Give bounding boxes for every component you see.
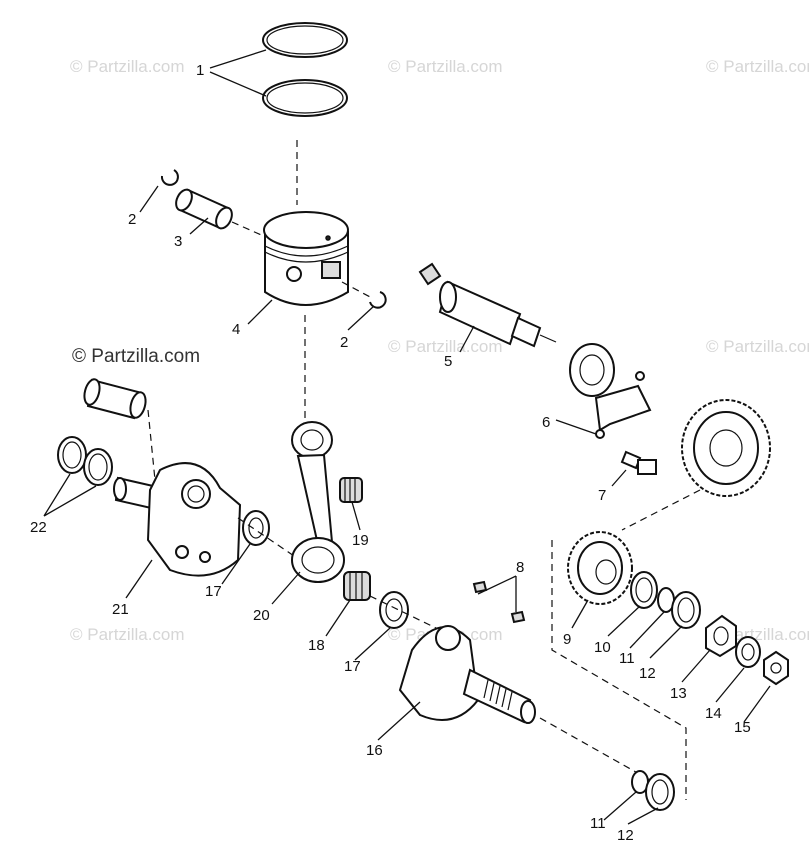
callout-2: 2 (340, 334, 348, 351)
callout-18: 18 (308, 637, 325, 654)
ball-bearing (569, 343, 615, 397)
watermark-text: © Partzilla.com (70, 57, 185, 76)
starter-drive (418, 262, 557, 348)
watermark-text: © Partzilla.com (70, 625, 185, 644)
bushing-12-lower (645, 773, 675, 811)
watermark-text: © Partzilla.com (72, 346, 200, 367)
callout-3: 3 (174, 233, 182, 250)
callout-19: 19 (352, 532, 369, 549)
bushing-12 (671, 591, 701, 629)
callout-numbers: 1 2 3 4 2 5 6 7 8 9 10 11 12 13 14 15 16… (30, 62, 751, 844)
circlip-right (369, 291, 387, 309)
crank-half-right (398, 625, 536, 724)
callout-15: 15 (734, 719, 751, 736)
callout-12: 12 (617, 827, 634, 844)
needle-bearing-19 (339, 477, 363, 503)
callout-17: 17 (344, 658, 361, 675)
callout-12: 12 (639, 665, 656, 682)
callout-5: 5 (444, 353, 452, 370)
callout-10: 10 (594, 639, 611, 656)
callout-2: 2 (128, 211, 136, 228)
needle-bearing-18 (343, 571, 371, 601)
callout-20: 20 (253, 607, 270, 624)
large-gear (681, 399, 771, 497)
callout-1: 1 (196, 62, 204, 79)
crank-half-left (113, 462, 242, 577)
seal-rings-left (57, 436, 113, 486)
callout-13: 13 (670, 685, 687, 702)
callout-11: 11 (590, 815, 606, 832)
watermark-text: © Partzilla.com (706, 337, 809, 356)
callout-14: 14 (705, 705, 722, 722)
washer-17-right (379, 591, 409, 629)
washer-17-left (242, 510, 270, 546)
callout-7: 7 (598, 487, 606, 504)
callout-16: 16 (366, 742, 383, 759)
washer-10 (630, 571, 658, 609)
watermark-text: © Partzilla.com (388, 337, 503, 356)
nut-15 (763, 650, 789, 686)
washer-14 (735, 636, 761, 668)
gear-9 (567, 531, 633, 605)
piston-ring-bottom (262, 79, 348, 117)
callout-17: 17 (205, 583, 222, 600)
callout-22: 22 (30, 519, 47, 536)
piston-rings (262, 22, 348, 117)
crank-pin (83, 378, 147, 420)
piston-ring-top (262, 22, 348, 58)
bolt-7 (620, 450, 657, 475)
watermark-text: © Partzilla.com (388, 57, 503, 76)
nut-13 (705, 614, 737, 658)
callout-21: 21 (112, 601, 129, 618)
leader-lines (43, 49, 771, 825)
bracket-6 (594, 371, 652, 439)
connecting-rod (291, 421, 345, 583)
piston (263, 211, 349, 306)
callout-8: 8 (516, 559, 524, 576)
callout-11: 11 (619, 650, 635, 667)
circlip-left (160, 169, 179, 186)
watermark-text: © Partzilla.com (706, 57, 809, 76)
callout-4: 4 (232, 321, 240, 338)
callout-6: 6 (542, 414, 550, 431)
piston-pin (175, 188, 233, 230)
callout-9: 9 (563, 631, 571, 648)
